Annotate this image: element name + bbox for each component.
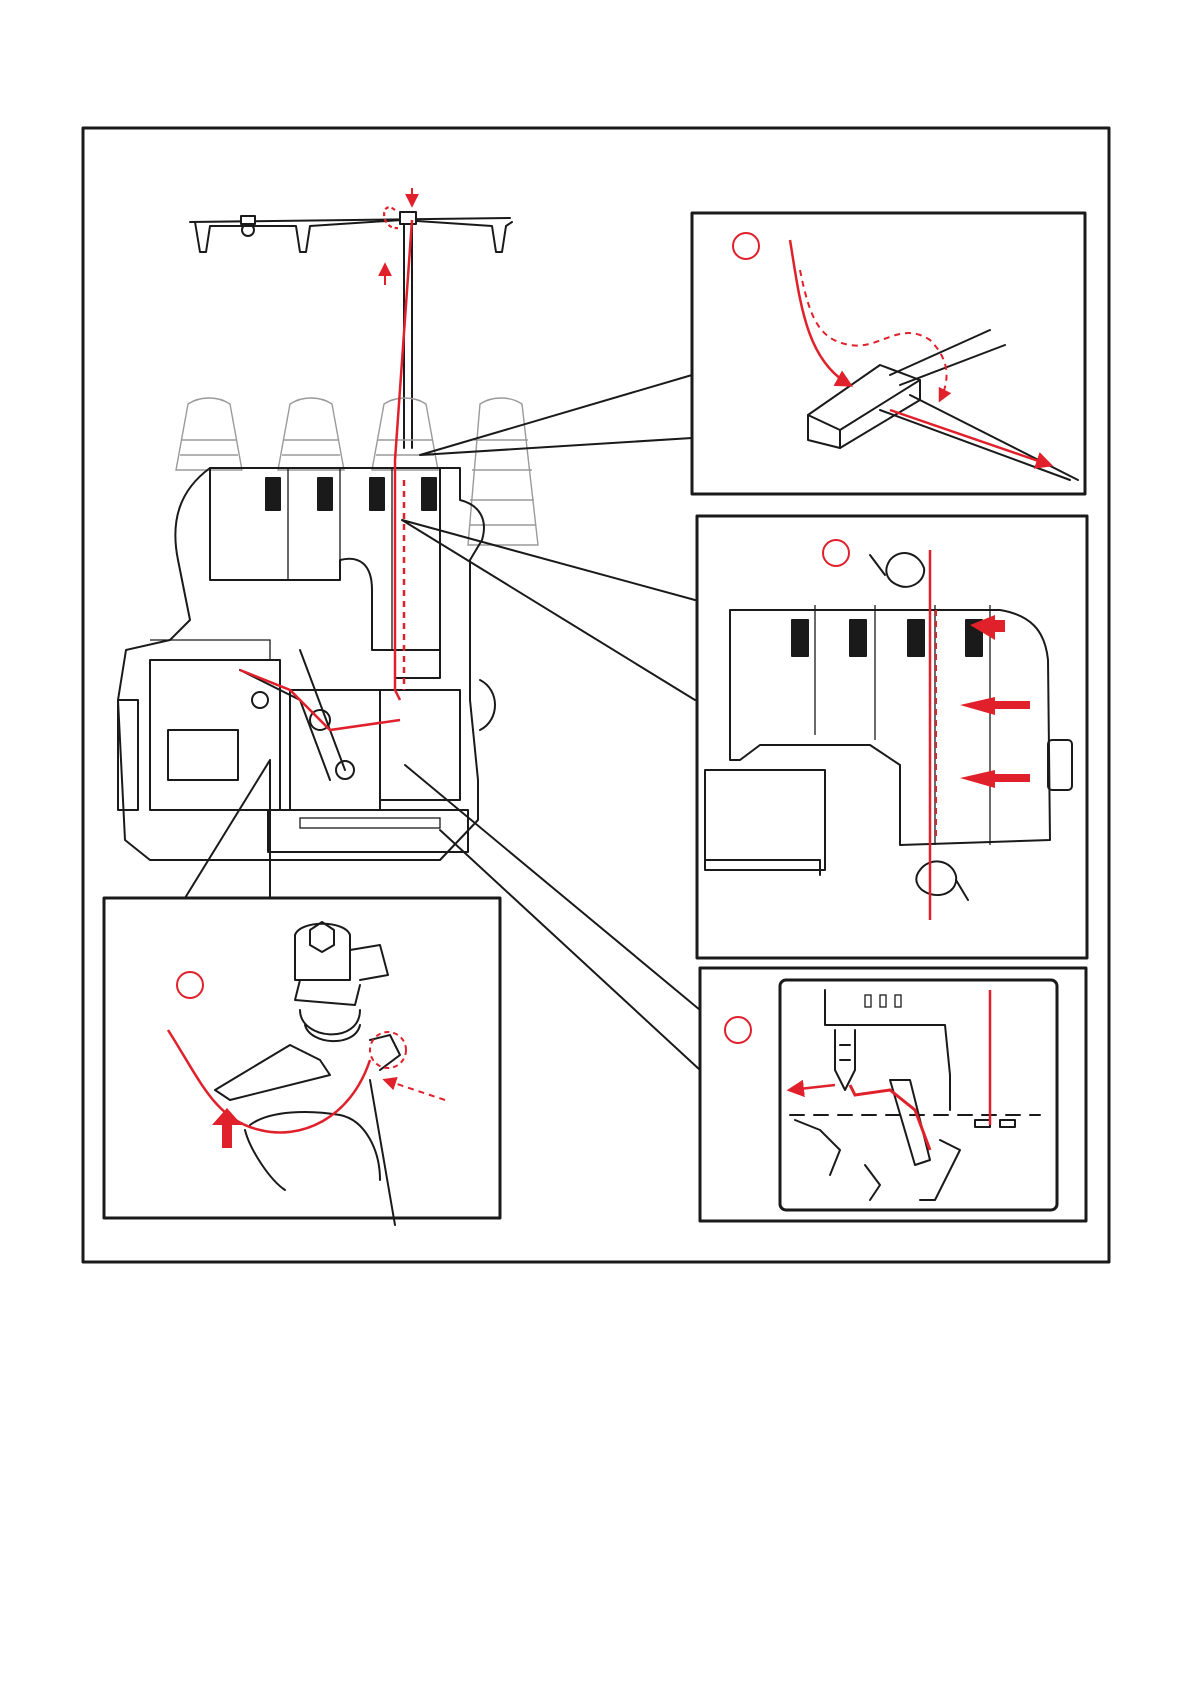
panel-3: [104, 898, 500, 1225]
thread-stand-icon: [190, 212, 512, 448]
thread-path-main: [240, 188, 412, 730]
panel-1: [692, 213, 1085, 494]
sewing-machine-front-icon: [118, 212, 538, 860]
panel-4: [700, 968, 1086, 1221]
panel-2: [697, 516, 1087, 958]
